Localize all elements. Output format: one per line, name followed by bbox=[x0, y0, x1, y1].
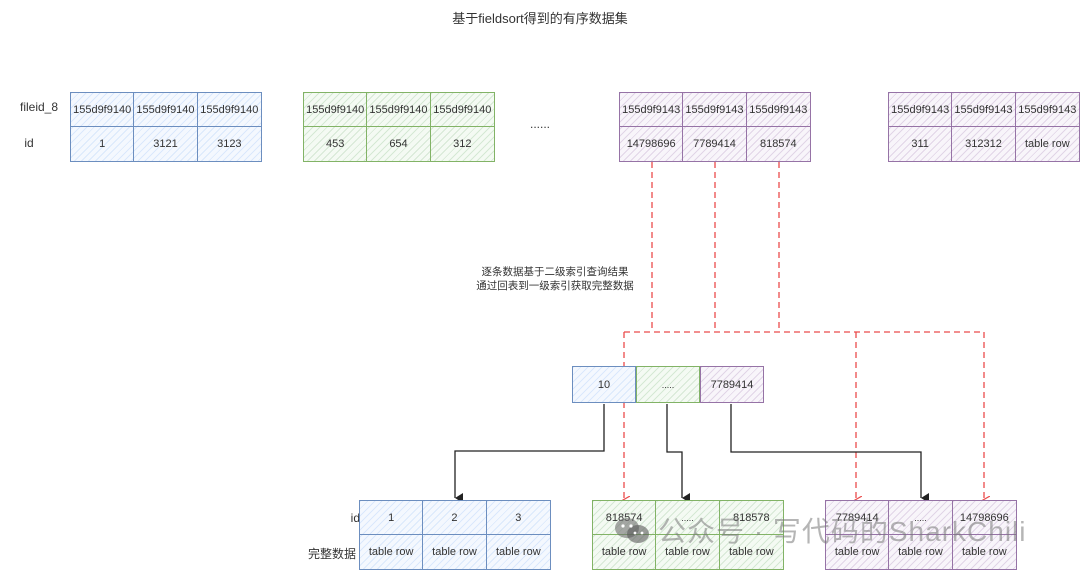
key-cell: 155d9f9140 bbox=[304, 93, 368, 127]
index-node: 10 ..... 7789414 bbox=[572, 366, 764, 403]
leaf-id-cell: 3 bbox=[486, 501, 550, 535]
id-cell: 3123 bbox=[217, 138, 242, 150]
key-cell: 155d9f9143 bbox=[620, 93, 684, 127]
pointer-to-green-leaf bbox=[666, 404, 690, 503]
dashed-lookup-lines bbox=[624, 162, 984, 500]
index-cell: ..... bbox=[636, 366, 700, 403]
solid-pointer-lines bbox=[454, 404, 929, 503]
watermark-text: 公众号 · 写代码的SharkChili bbox=[658, 516, 1027, 547]
leaf-id-cell: 1 bbox=[360, 501, 424, 535]
id-cell: 453 bbox=[304, 127, 368, 161]
wechat-icon bbox=[615, 518, 649, 543]
leaf-row-cell: table row bbox=[593, 535, 657, 569]
sorted-block-1: 155d9f9140 155d9f9140 155d9f9140 1 3121 … bbox=[70, 92, 262, 162]
id-cell: 14798696 bbox=[620, 127, 684, 161]
id-cell: 818574 bbox=[759, 138, 797, 150]
pointer-to-blue-leaf bbox=[454, 404, 605, 503]
ellipsis: ...... bbox=[530, 117, 551, 131]
id-cell: 311 bbox=[889, 127, 953, 161]
sorted-block-4: 155d9f9143 155d9f9143 155d9f9143 311 312… bbox=[888, 92, 1080, 162]
note-line-1: 逐条数据基于二级索引查询结果 bbox=[481, 266, 629, 278]
leaf-id-cell: 14798696 bbox=[952, 501, 1016, 535]
id-cell: table row bbox=[1025, 138, 1070, 150]
leaf-row-cell: table row bbox=[360, 535, 424, 569]
lookup-note: 逐条数据基于二级索引查询结果 通过回表到一级索引获取完整数据 bbox=[440, 265, 670, 293]
leaf-id-cell: ..... bbox=[656, 501, 720, 535]
key-cell: 155d9f9143 bbox=[1015, 93, 1079, 127]
note-line-2: 通过回表到一级索引获取完整数据 bbox=[476, 280, 634, 292]
leaf-row-cell: table row bbox=[423, 535, 487, 569]
leaf-row-label-id: id bbox=[350, 511, 360, 525]
leaf-id-cell: 818578 bbox=[719, 501, 783, 535]
watermark: 公众号 · 写代码的SharkChili bbox=[612, 510, 1026, 550]
key-cell: 155d9f9143 bbox=[952, 93, 1016, 127]
key-cell: 155d9f9140 bbox=[367, 93, 431, 127]
id-cell: 312312 bbox=[952, 127, 1016, 161]
id-cell: 3121 bbox=[134, 127, 198, 161]
id-cell: 654 bbox=[367, 127, 431, 161]
key-cell: 155d9f9143 bbox=[889, 93, 953, 127]
leaf-row-cell: table row bbox=[962, 546, 1007, 558]
sorted-block-2: 155d9f9140 155d9f9140 155d9f9140 453 654… bbox=[303, 92, 495, 162]
row-label-id: id bbox=[24, 136, 34, 150]
leaf-id-cell: 7789414 bbox=[826, 501, 890, 535]
leaf-page-1: 1 2 3 table row table row table row bbox=[359, 500, 551, 570]
leaf-row-cell: table row bbox=[889, 535, 953, 569]
diagram-title: 基于fieldsort得到的有序数据集 bbox=[452, 11, 628, 26]
key-cell: 155d9f9140 bbox=[430, 93, 494, 127]
leaf-id-cell: 2 bbox=[423, 501, 487, 535]
index-cell: 10 bbox=[572, 366, 636, 403]
leaf-row-cell: table row bbox=[729, 546, 774, 558]
index-cell: 7789414 bbox=[700, 366, 764, 403]
key-cell: 155d9f9143 bbox=[683, 93, 747, 127]
id-cell: 312 bbox=[453, 138, 472, 150]
row-label-fileid: fileid_8 bbox=[19, 100, 59, 114]
id-cell: 1 bbox=[71, 127, 135, 161]
leaf-page-3: 7789414 ..... 14798696 table row table r… bbox=[825, 500, 1017, 570]
leaf-row-cell: table row bbox=[496, 546, 541, 558]
leaf-id-cell: ..... bbox=[889, 501, 953, 535]
sorted-block-3: 155d9f9143 155d9f9143 155d9f9143 1479869… bbox=[619, 92, 811, 162]
pointer-to-purple-leaf bbox=[730, 404, 929, 503]
id-cell: 7789414 bbox=[683, 127, 747, 161]
key-cell: 155d9f9143 bbox=[746, 93, 810, 127]
leaf-row-cell: table row bbox=[826, 535, 890, 569]
key-cell: 155d9f9140 bbox=[71, 93, 135, 127]
leaf-row-label-data: 完整数据 bbox=[307, 547, 356, 561]
leaf-row-cell: table row bbox=[656, 535, 720, 569]
key-cell: 155d9f9140 bbox=[134, 93, 198, 127]
key-cell: 155d9f9140 bbox=[197, 93, 261, 127]
